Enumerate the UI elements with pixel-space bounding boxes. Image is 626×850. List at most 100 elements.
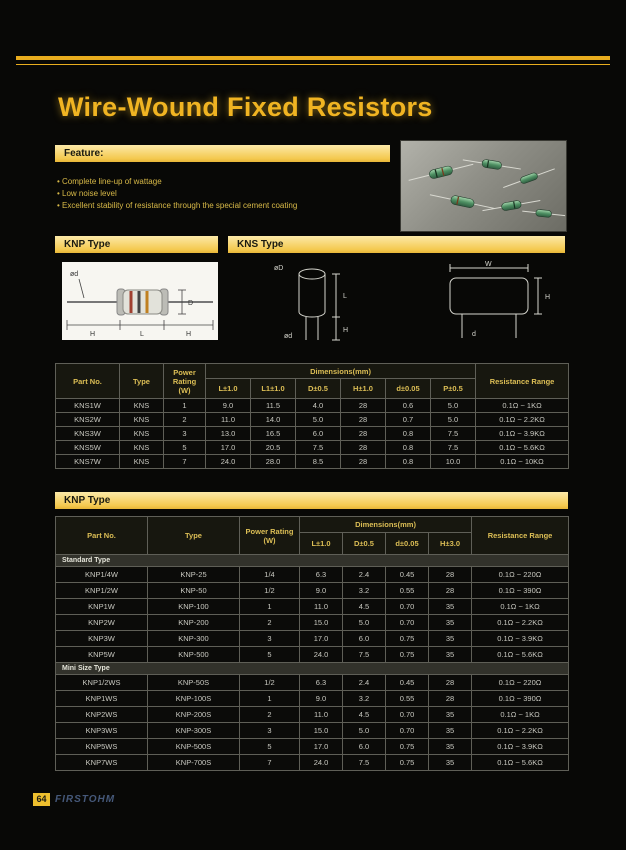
- cell: 11.0: [299, 706, 343, 723]
- cell: 0.45: [385, 566, 429, 583]
- cell: 5.0: [342, 722, 386, 739]
- cell: 13.0: [205, 426, 251, 441]
- knp-lead-right-label: H: [186, 331, 191, 338]
- cell: 4.5: [342, 706, 386, 723]
- cell: 0.1Ω ~ 5.6KΩ: [471, 646, 570, 663]
- cell: 0.70: [385, 614, 429, 631]
- cell: KNP-50: [147, 582, 240, 599]
- dim-col-header: D±0.5: [342, 532, 386, 555]
- cell: KNP-25: [147, 566, 240, 583]
- cell: 0.7: [385, 412, 431, 427]
- cell: KNP-200S: [147, 706, 240, 723]
- cell: 17.0: [205, 440, 251, 455]
- cell: KNP3W: [55, 630, 148, 647]
- cell: 24.0: [299, 754, 343, 771]
- cell: 3: [163, 426, 206, 441]
- cell: 0.1Ω ~ 2.2KΩ: [471, 614, 570, 631]
- cell: 20.5: [250, 440, 296, 455]
- cell: 3: [239, 630, 300, 647]
- cell: 0.8: [385, 426, 431, 441]
- cell: KNP-100: [147, 598, 240, 615]
- col-header-type: Type: [147, 516, 240, 555]
- brand-logo: FIRSTOHM: [55, 794, 116, 805]
- cell: KNP1/4W: [55, 566, 148, 583]
- cell: 6.3: [299, 674, 343, 691]
- cell: 1: [163, 398, 206, 413]
- cell: 0.1Ω ~ 220Ω: [471, 674, 570, 691]
- cell: 28: [427, 566, 473, 583]
- cell: 0.1Ω ~ 10KΩ: [475, 454, 570, 469]
- cell: 28: [340, 426, 386, 441]
- cell: 0.75: [385, 630, 429, 647]
- cell: KNP1W: [55, 598, 148, 615]
- kns-side-lead-dia-label: d: [472, 331, 476, 338]
- knp-body-length-label: L: [140, 331, 144, 338]
- cell: 11.5: [250, 398, 296, 413]
- feature-heading: Feature:: [64, 148, 104, 159]
- knp-type-banner: KNP Type: [55, 236, 218, 253]
- cell: KNP1/2WS: [55, 674, 148, 691]
- cell: KNS: [119, 398, 164, 413]
- kns-dimension-drawing: øD L H ød W H d: [232, 258, 566, 350]
- cell: 7.5: [429, 440, 477, 455]
- cell: 35: [427, 754, 473, 771]
- cell: KNP-500: [147, 646, 240, 663]
- dim-col-header: P±0.5: [429, 378, 477, 399]
- cell: 16.5: [250, 426, 296, 441]
- kns-lead-dia-label: ød: [284, 333, 292, 340]
- cell: KNS3W: [55, 426, 120, 441]
- dim-col-header: H±3.0: [427, 532, 473, 555]
- cell: 0.1Ω ~ 2.2KΩ: [471, 722, 570, 739]
- cell: 8.5: [295, 454, 341, 469]
- dim-col-header: d±0.05: [385, 378, 431, 399]
- cell: 28.0: [250, 454, 296, 469]
- knp-lead-left-label: H: [90, 331, 95, 338]
- knp-table-banner-label: KNP Type: [64, 495, 111, 506]
- col-header-type: Type: [119, 363, 164, 399]
- knp-type-label: KNP Type: [64, 239, 111, 250]
- group-band: Standard Type: [54, 554, 570, 567]
- cell: 7.5: [342, 646, 386, 663]
- cell: 5: [239, 646, 300, 663]
- cell: 7: [163, 454, 206, 469]
- cell: 7.5: [429, 426, 477, 441]
- cell: 5.0: [429, 398, 477, 413]
- cell: KNP5WS: [55, 738, 148, 755]
- kns-body-dia-label: øD: [274, 265, 283, 272]
- cell: KNP-300S: [147, 722, 240, 739]
- cell: KNS1W: [55, 398, 120, 413]
- feature-item: Low noise level: [57, 188, 402, 200]
- cell: KNP-50S: [147, 674, 240, 691]
- cell: 9.0: [299, 690, 343, 707]
- cell: 0.1Ω ~ 390Ω: [471, 582, 570, 599]
- cell: 0.70: [385, 598, 429, 615]
- cell: 0.1Ω ~ 5.6KΩ: [475, 440, 570, 455]
- cell: 1: [239, 598, 300, 615]
- cell: 15.0: [299, 722, 343, 739]
- col-header-resistance: Resistance Range: [471, 516, 570, 555]
- cell: 35: [427, 646, 473, 663]
- knp-table-banner: KNP Type: [55, 492, 568, 509]
- cell: KNP1/2W: [55, 582, 148, 599]
- cell: 35: [427, 630, 473, 647]
- cell: KNP2W: [55, 614, 148, 631]
- knp-lead-dia-label: ød: [70, 271, 78, 278]
- col-header-power: Power Rating (W): [239, 516, 300, 555]
- kns-type-banner: KNS Type: [228, 236, 565, 253]
- top-rule-thick: [16, 56, 610, 60]
- knp-spec-table: Part No. Type Power Rating (W) Dimension…: [54, 516, 570, 771]
- dim-col-header: H±1.0: [340, 378, 386, 399]
- group-band-label: Standard Type: [54, 554, 570, 567]
- col-header-power: Power Rating (W): [163, 363, 206, 399]
- cell: 6.0: [342, 630, 386, 647]
- cell: KNS: [119, 454, 164, 469]
- cell: 10.0: [429, 454, 477, 469]
- cell: 0.45: [385, 674, 429, 691]
- page-title: Wire-Wound Fixed Resistors: [58, 92, 433, 122]
